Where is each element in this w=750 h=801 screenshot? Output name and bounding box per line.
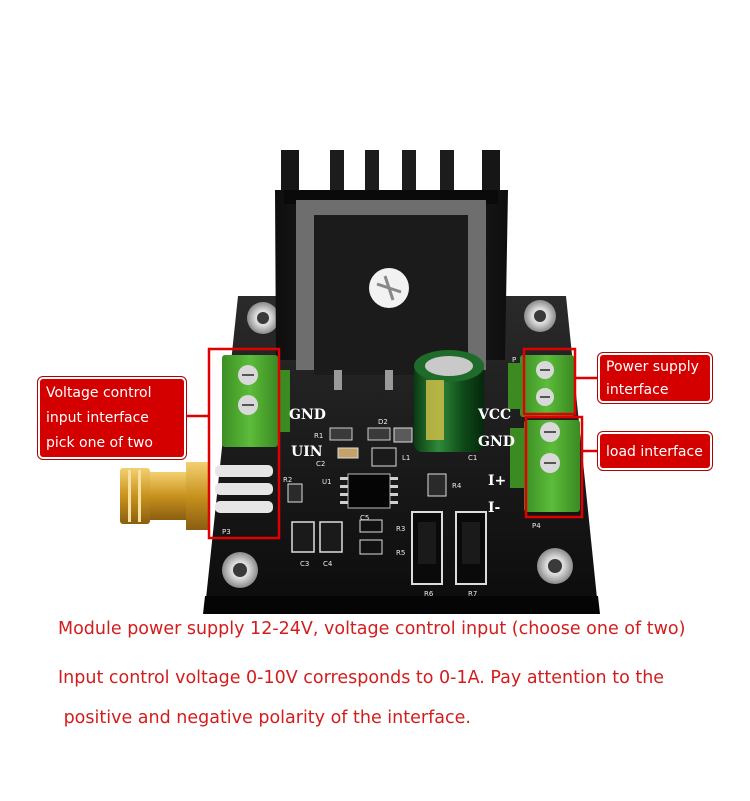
- header-pins-p3: [215, 465, 273, 513]
- power-transistor: [296, 200, 486, 390]
- label-c1: C1: [468, 454, 477, 462]
- label-r5: R5: [396, 549, 405, 557]
- caption-line-1: Module power supply 12-24V, voltage cont…: [58, 619, 686, 639]
- electrolytic-capacitor: [414, 350, 484, 452]
- terminal-block-load: [510, 420, 580, 512]
- label-gnd-left: GND: [289, 407, 326, 423]
- label-uin: UIN: [291, 444, 323, 460]
- label-p1: P: [512, 356, 516, 364]
- label-u1: U1: [322, 478, 332, 486]
- highlight-load-interface: [524, 415, 584, 519]
- label-r7: R7: [468, 590, 477, 598]
- silkscreen-labels: GND UIN VCC GND I+ I- R1 D2 R2 L1 U1 C1 …: [222, 356, 541, 598]
- label-r6: R6: [424, 590, 434, 598]
- label-i-minus: I-: [488, 500, 501, 516]
- label-gnd-right: GND: [478, 434, 515, 450]
- label-r1: R1: [314, 432, 323, 440]
- label-r4: R4: [452, 482, 462, 490]
- label-p4: P4: [532, 522, 541, 530]
- mounting-hole-bottom-left: [222, 552, 258, 588]
- smd-components: [287, 427, 487, 585]
- highlight-power-interface: [522, 347, 577, 416]
- label-i-plus: I+: [488, 473, 506, 489]
- mounting-hole-bottom-right: [537, 548, 573, 584]
- highlight-input-interface: [207, 347, 281, 540]
- terminal-block-input: [222, 355, 290, 447]
- callout-power-supply-interface: Power supply interface: [598, 353, 712, 403]
- label-c5: C5: [360, 514, 369, 522]
- callout-leaders: [186, 376, 598, 453]
- label-vcc: VCC: [477, 407, 511, 423]
- label-r2: R2: [283, 476, 292, 484]
- terminal-block-power: [508, 355, 574, 417]
- callout-voltage-control-interface: Voltage control input interface pick one…: [38, 377, 186, 459]
- mounting-hole-top-left: [247, 302, 279, 334]
- caption-line-3: positive and negative polarity of the in…: [58, 708, 471, 728]
- label-c2: C2: [316, 460, 325, 468]
- highlight-frames: [207, 347, 584, 540]
- callout-load-interface: load interface: [598, 432, 712, 470]
- label-c4: C4: [323, 560, 333, 568]
- caption-line-2: Input control voltage 0-10V corresponds …: [58, 668, 665, 688]
- label-p3: P3: [222, 528, 231, 536]
- sma-connector: [120, 462, 208, 530]
- label-l1: L1: [402, 454, 410, 462]
- ic-chip-u1: [347, 473, 391, 509]
- label-c3: C3: [300, 560, 309, 568]
- label-r3: R3: [396, 525, 405, 533]
- mounting-hole-top-right: [524, 300, 556, 332]
- label-d2: D2: [378, 418, 388, 426]
